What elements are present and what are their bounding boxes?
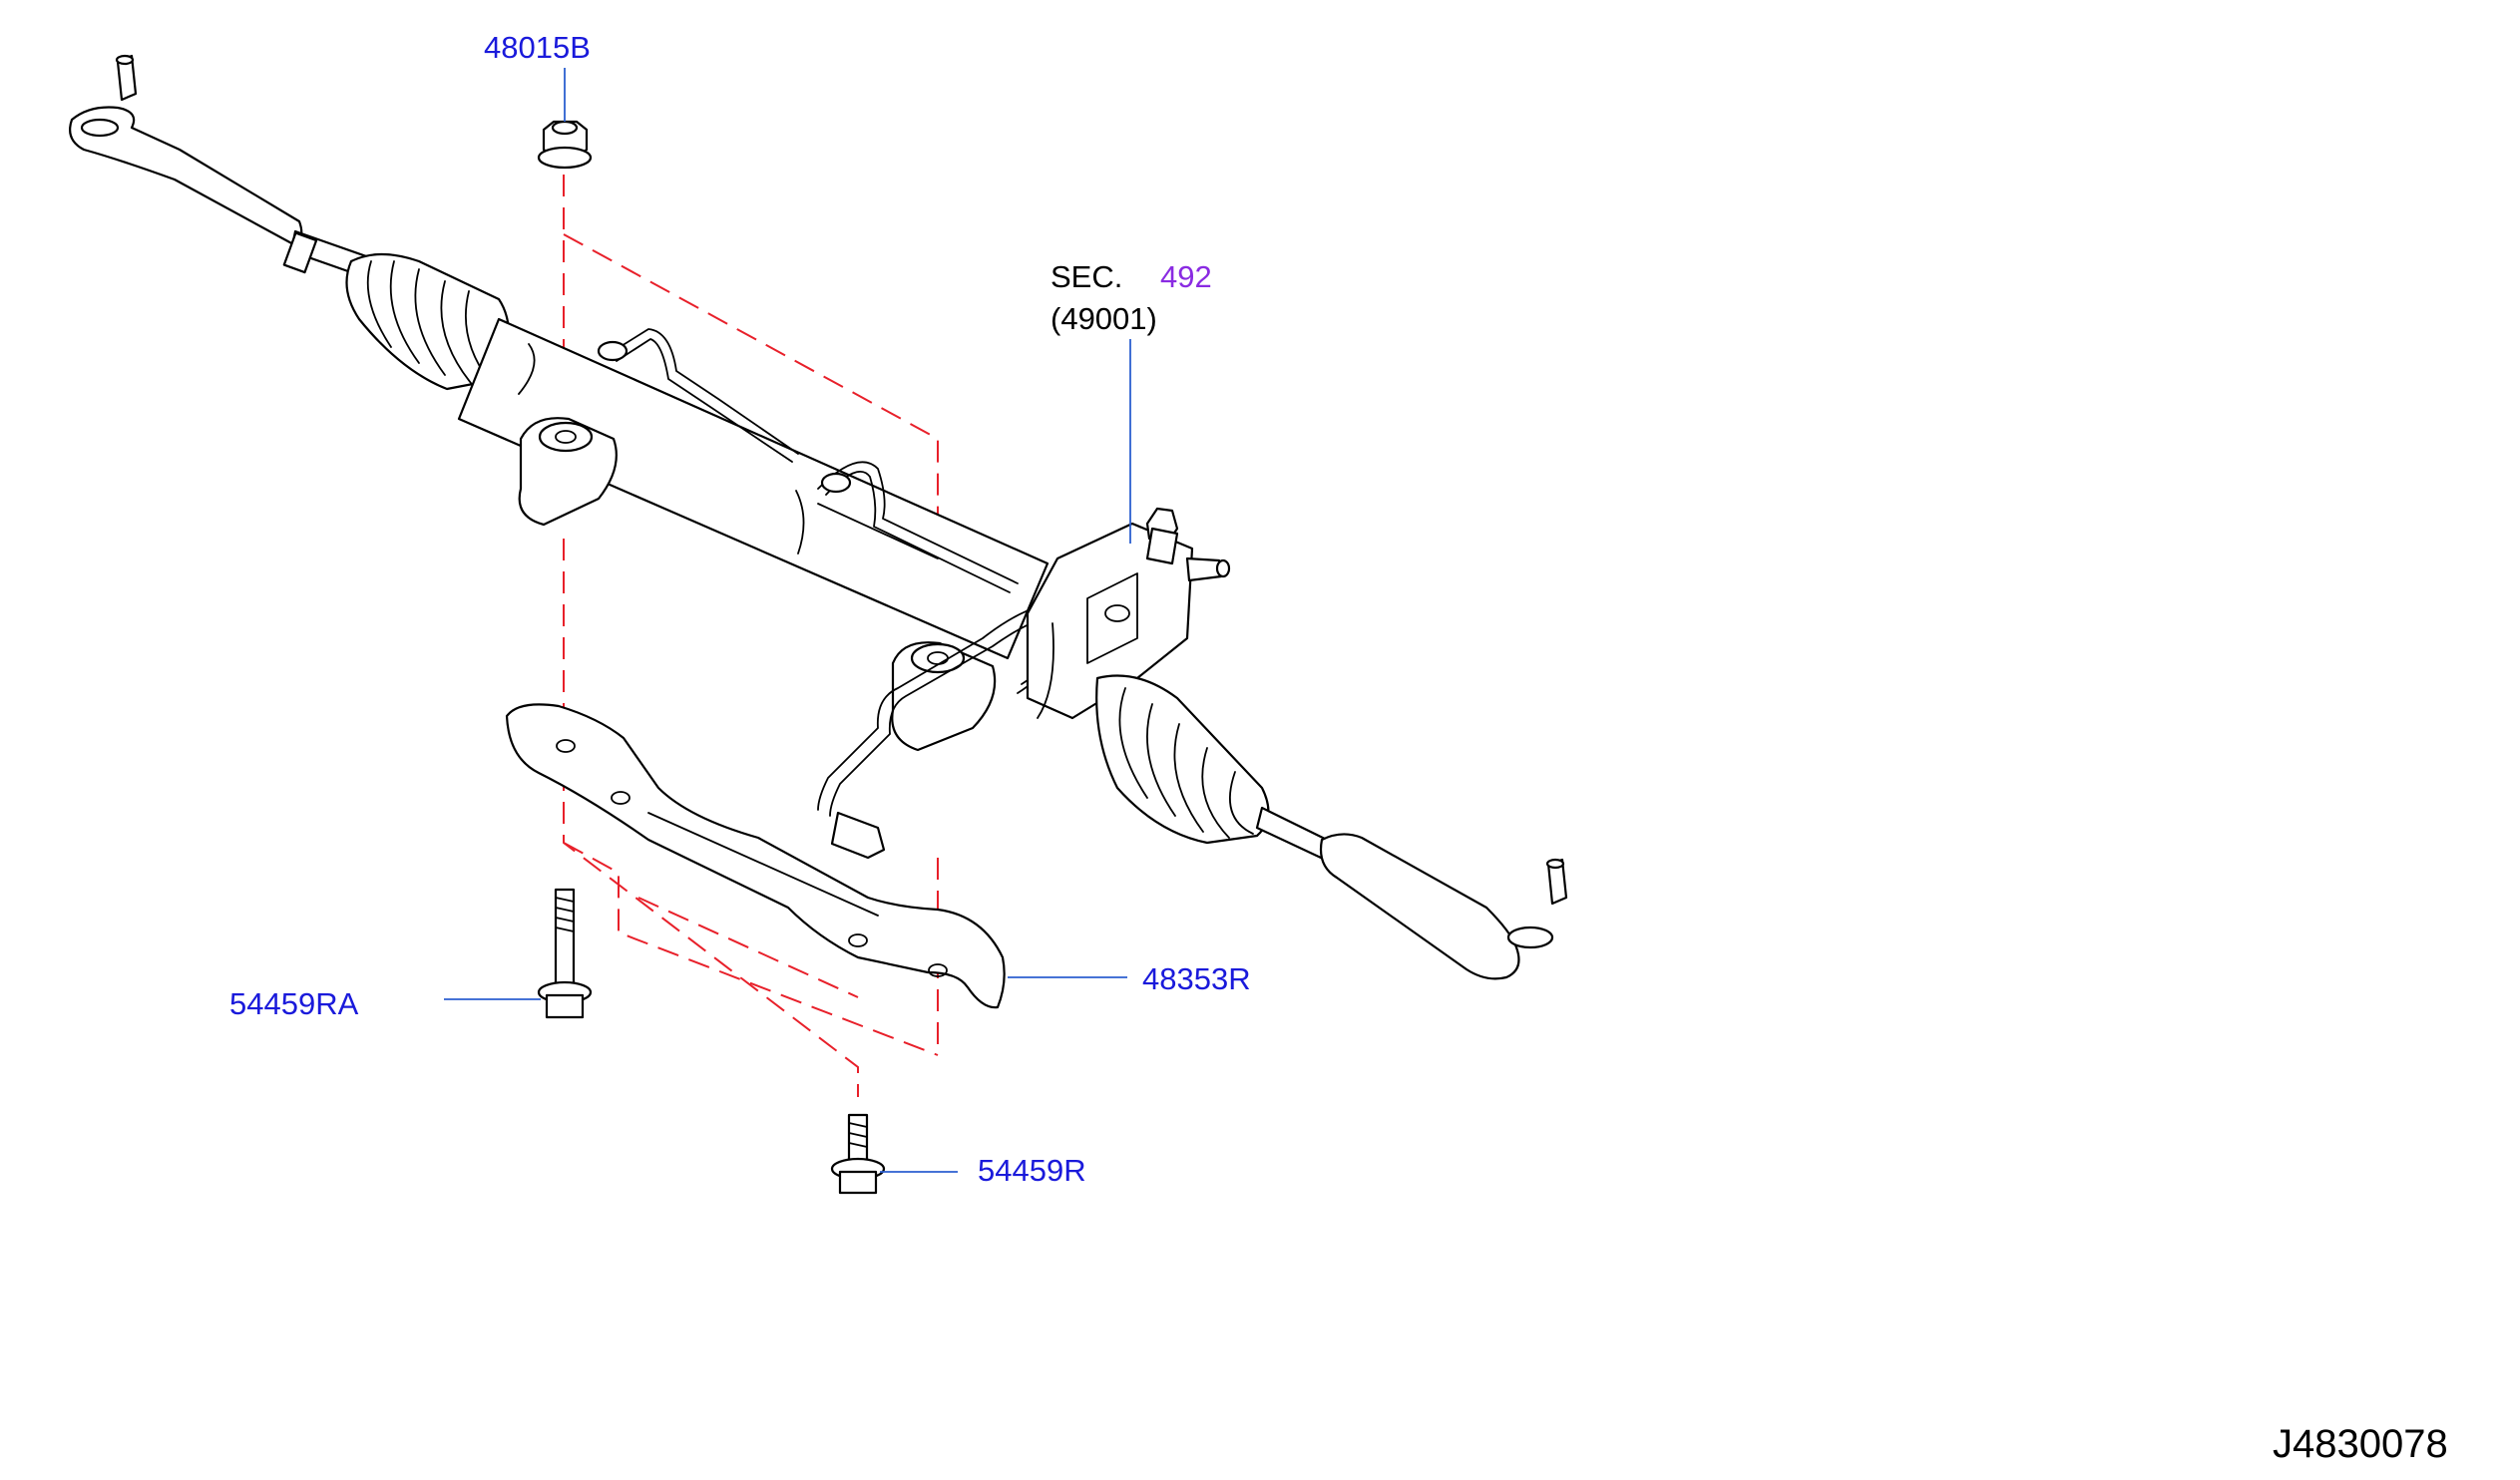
callout-48353r[interactable]: 48353R <box>1142 961 1251 996</box>
flange-nut <box>537 120 593 170</box>
callout-48015b[interactable]: 48015B <box>484 30 591 65</box>
right-tie-rod <box>1255 806 1520 980</box>
callout-54459ra[interactable]: 54459RA <box>229 986 359 1021</box>
diagram-id: J4830078 <box>2273 1422 2448 1466</box>
section-link-492[interactable]: 492 <box>1160 259 1212 294</box>
callout-leader-lines <box>444 68 1131 1173</box>
right-steering-boot <box>1095 674 1270 845</box>
left-tie-rod-end <box>69 54 303 247</box>
section-subref: (49001) <box>1050 301 1157 336</box>
section-prefix: SEC. <box>1050 259 1123 294</box>
callout-54459r[interactable]: 54459R <box>978 1153 1086 1188</box>
line-fittings <box>597 340 852 494</box>
right-mount-bushing <box>891 641 997 752</box>
right-tie-rod-end <box>1506 858 1568 949</box>
short-bolt <box>830 1113 886 1195</box>
mounting-bracket <box>505 703 1006 1009</box>
rack-housing <box>457 317 1050 660</box>
long-bolt <box>537 888 593 1019</box>
left-mount-bushing <box>518 417 618 527</box>
